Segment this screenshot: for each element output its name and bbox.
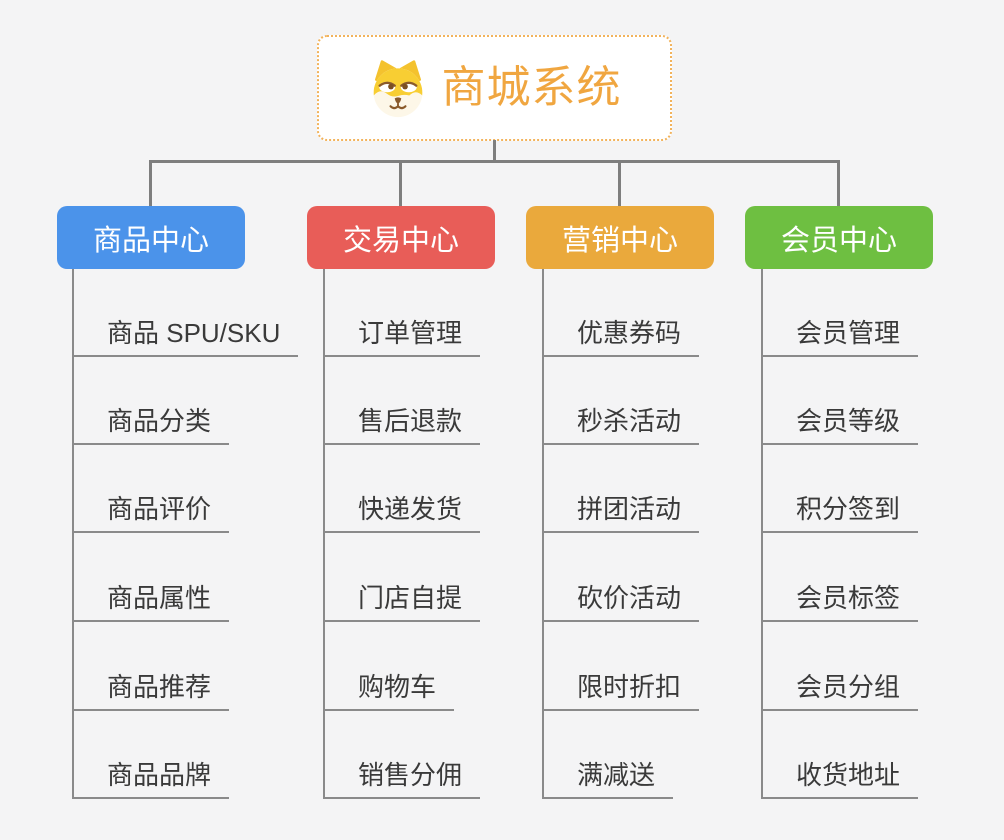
drop-connector-trade (399, 160, 402, 207)
leaf-item[interactable]: 会员等级 (763, 408, 919, 445)
branch-label: 交易中心 (342, 224, 459, 257)
leaf-item[interactable]: 订单管理 (325, 320, 481, 357)
leaf-item[interactable]: 商品评价 (74, 496, 230, 533)
leaf-item[interactable]: 收货地址 (763, 762, 919, 799)
leaf-item[interactable]: 积分签到 (763, 496, 919, 533)
branch-node-product[interactable]: 商品中心 (57, 206, 245, 269)
leaf-item[interactable]: 会员标签 (763, 585, 919, 622)
branch-node-trade[interactable]: 交易中心 (307, 206, 495, 269)
dog-face-icon (373, 60, 422, 118)
leaf-item[interactable]: 满减送 (544, 762, 674, 799)
leaf-item[interactable]: 商品 SPU/SKU (74, 320, 299, 357)
leaf-item[interactable]: 商品品牌 (74, 762, 230, 799)
branch-label: 营销中心 (561, 224, 678, 257)
branch-node-member[interactable]: 会员中心 (745, 206, 933, 269)
leaf-item[interactable]: 优惠券码 (544, 320, 700, 357)
leaf-item[interactable]: 商品推荐 (74, 674, 230, 711)
leaf-item[interactable]: 快递发货 (325, 496, 481, 533)
leaf-item[interactable]: 门店自提 (325, 585, 481, 622)
root-stem-connector (493, 140, 496, 162)
leaf-item[interactable]: 限时折扣 (544, 674, 700, 711)
branch-label: 商品中心 (92, 224, 209, 257)
leaf-item[interactable]: 购物车 (325, 674, 455, 711)
leaf-column-product: 商品 SPU/SKU 商品分类 商品评价 商品属性 商品推荐 商品品牌 (72, 269, 299, 799)
leaf-column-member: 会员管理 会员等级 积分签到 会员标签 会员分组 收货地址 (761, 269, 919, 799)
leaf-item[interactable]: 砍价活动 (544, 585, 700, 622)
leaf-item[interactable]: 销售分佣 (325, 762, 481, 799)
branch-bus-connector (149, 160, 839, 163)
leaf-item[interactable]: 商品属性 (74, 585, 230, 622)
leaf-column-marketing: 优惠券码 秒杀活动 拼团活动 砍价活动 限时折扣 满减送 (542, 269, 700, 799)
drop-connector-marketing (618, 160, 621, 207)
drop-connector-member (837, 160, 840, 207)
leaf-item[interactable]: 会员管理 (763, 320, 919, 357)
branch-label: 会员中心 (780, 224, 897, 257)
root-title: 商城系统 (441, 63, 622, 112)
leaf-item[interactable]: 商品分类 (74, 408, 230, 445)
leaf-item[interactable]: 拼团活动 (544, 496, 700, 533)
leaf-item[interactable]: 会员分组 (763, 674, 919, 711)
root-node[interactable]: 商城系统 (317, 35, 672, 141)
leaf-item[interactable]: 秒杀活动 (544, 408, 700, 445)
leaf-column-trade: 订单管理 售后退款 快递发货 门店自提 购物车 销售分佣 (323, 269, 481, 799)
drop-connector-product (149, 160, 152, 207)
leaf-item[interactable]: 售后退款 (325, 408, 481, 445)
branch-node-marketing[interactable]: 营销中心 (526, 206, 714, 269)
